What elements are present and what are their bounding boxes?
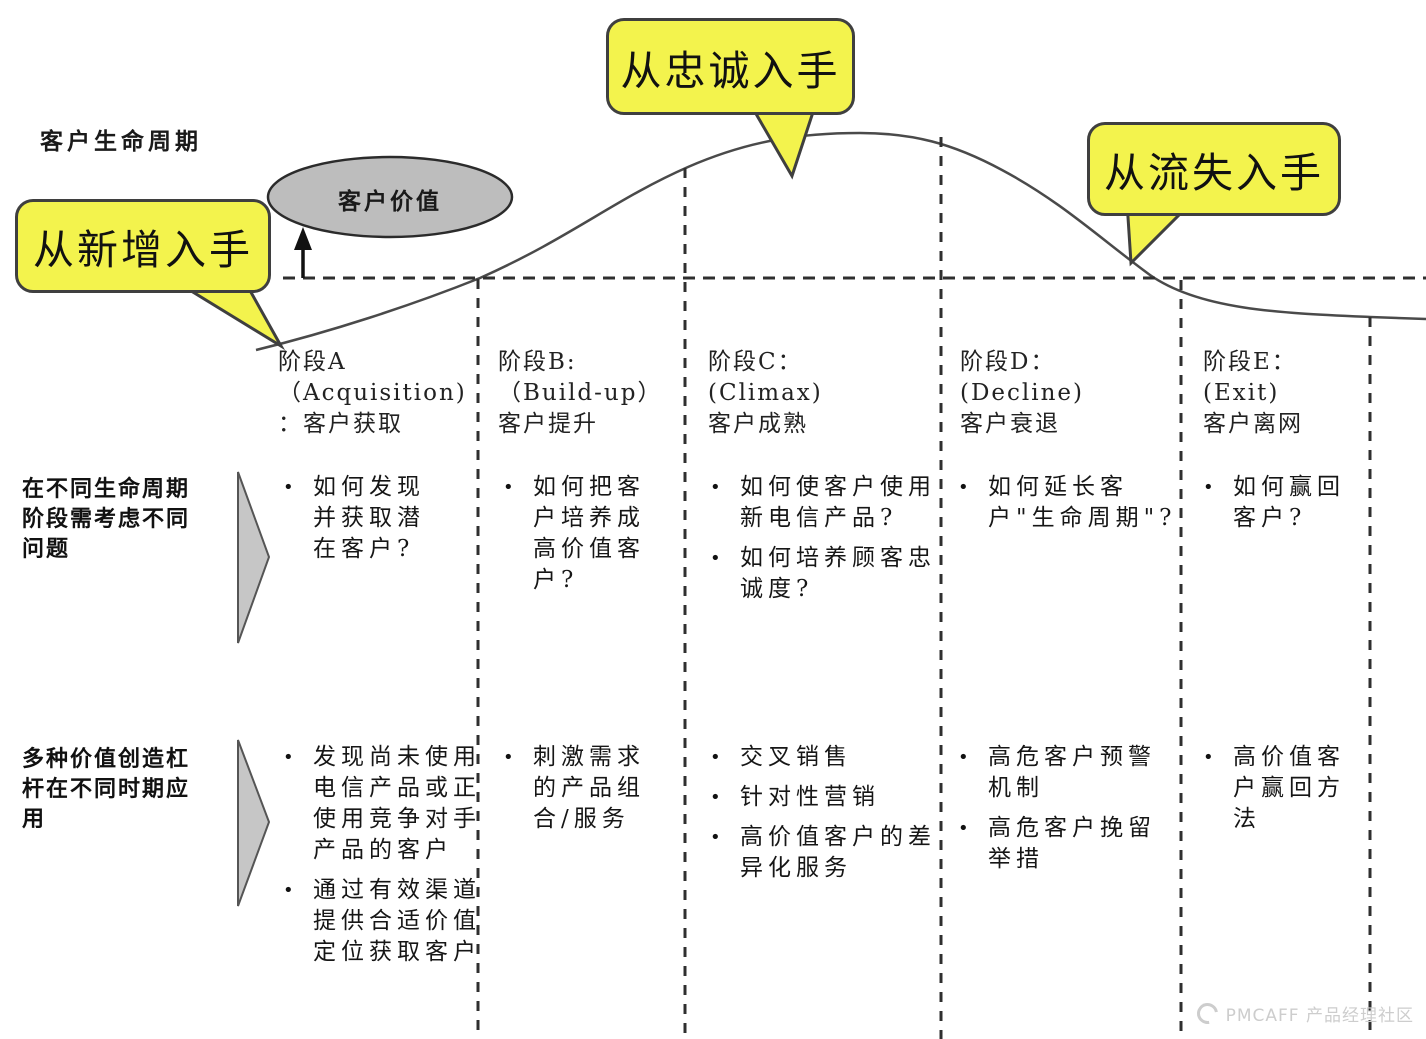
- list-item: • 通过有效渠道提供合适价值定位获取客户: [283, 875, 498, 968]
- watermark-text: PMCAFF 产品经理社区: [1225, 1006, 1414, 1026]
- bullet-dot-icon: •: [710, 787, 721, 808]
- bullet-text: 高危客户预警机制: [988, 744, 1156, 801]
- arrow-up-icon: [294, 227, 312, 278]
- cell-row1-stage-a: • 如何发现并获取潜在客户?: [283, 472, 443, 565]
- bullet-dot-icon: •: [283, 880, 294, 901]
- bullet-dot-icon: •: [958, 747, 969, 768]
- row2-arrow-icon: [237, 739, 271, 907]
- bullet-text: 发现尚未使用电信产品或正使用竞争对手产品的客户: [313, 744, 481, 863]
- bullet-text: 高价值客户的差异化服务: [740, 824, 936, 881]
- bullet-text: 针对性营销: [740, 784, 880, 810]
- cell-row1-stage-b: • 如何把客户培养成高价值客户?: [503, 472, 663, 596]
- bullet-dot-icon: •: [1203, 477, 1214, 498]
- callout-acquisition-label: 从新增入手: [33, 226, 253, 274]
- cell-row2-stage-e: • 高价值客户赢回方法: [1203, 742, 1363, 835]
- bullet-text: 高危客户挽留举措: [988, 815, 1156, 872]
- bullet-dot-icon: •: [1203, 747, 1214, 768]
- bullet-text: 如何发现并获取潜在客户?: [313, 474, 425, 562]
- row-label-levers: 多种价值创造杠 杆在不同时期应 用: [22, 746, 191, 832]
- callout-loyalty: 从忠诚入手: [606, 18, 855, 115]
- bullet-text: 如何培养顾客忠诚度?: [740, 545, 936, 602]
- page-title: 客户生命周期: [40, 128, 202, 155]
- list-item: • 如何延长客户"生命周期"?: [958, 472, 1178, 534]
- list-item: • 发现尚未使用电信产品或正使用竞争对手产品的客户: [283, 742, 498, 866]
- bullet-dot-icon: •: [710, 747, 721, 768]
- callout-acquisition: 从新增入手: [15, 199, 271, 293]
- cell-row1-stage-d: • 如何延长客户"生命周期"?: [958, 472, 1178, 534]
- row1-arrow-icon: [237, 471, 271, 644]
- bullet-dot-icon: •: [710, 548, 721, 569]
- stage-header-c: 阶段C： (Climax) 客户成熟: [708, 349, 823, 437]
- watermark: PMCAFF 产品经理社区: [1192, 998, 1414, 1029]
- bullet-dot-icon: •: [283, 747, 294, 768]
- cell-row2-stage-a: • 发现尚未使用电信产品或正使用竞争对手产品的客户 • 通过有效渠道提供合适价值…: [283, 742, 498, 968]
- cell-row1-stage-c: • 如何使客户使用新电信产品? • 如何培养顾客忠诚度?: [710, 472, 950, 605]
- bullet-text: 刺激需求的产品组合/服务: [533, 744, 645, 832]
- pmcaff-logo-icon: [1192, 998, 1222, 1029]
- list-item: • 高危客户挽留举措: [958, 813, 1178, 875]
- list-item: • 高危客户预警机制: [958, 742, 1178, 804]
- list-item: • 高价值客户的差异化服务: [710, 822, 950, 884]
- cell-row2-stage-c: • 交叉销售 • 针对性营销 • 高价值客户的差异化服务: [710, 742, 950, 884]
- list-item: • 如何赢回客户?: [1203, 472, 1363, 534]
- stage-header-a: 阶段A （Acquisition) ：客户获取: [278, 349, 467, 437]
- bullet-dot-icon: •: [710, 477, 721, 498]
- list-item: • 如何发现并获取潜在客户?: [283, 472, 443, 565]
- bullet-dot-icon: •: [503, 747, 514, 768]
- callout-churn: 从流失入手: [1087, 122, 1341, 216]
- stage-header-b: 阶段B: （Build-up） 客户提升: [498, 349, 663, 437]
- callout-loyalty-label: 从忠诚入手: [620, 46, 841, 95]
- bullet-text: 如何赢回客户?: [1233, 474, 1345, 531]
- bullet-text: 交叉销售: [740, 744, 852, 770]
- row-label-questions: 在不同生命周期 阶段需考虑不同 问题: [22, 476, 191, 562]
- cell-row2-stage-d: • 高危客户预警机制 • 高危客户挽留举措: [958, 742, 1178, 875]
- customer-value-label: 客户价值: [338, 188, 442, 215]
- list-item: • 高价值客户赢回方法: [1203, 742, 1363, 835]
- customer-value-ellipse: [266, 155, 514, 239]
- list-item: • 刺激需求的产品组合/服务: [503, 742, 663, 835]
- list-item: • 如何把客户培养成高价值客户?: [503, 472, 663, 596]
- cell-row1-stage-e: • 如何赢回客户?: [1203, 472, 1363, 534]
- stage-header-d: 阶段D： (Decline) 客户衰退: [960, 349, 1085, 437]
- bullet-text: 通过有效渠道提供合适价值定位获取客户: [313, 877, 481, 965]
- bullet-dot-icon: •: [503, 477, 514, 498]
- bullet-dot-icon: •: [958, 818, 969, 839]
- bullet-text: 高价值客户赢回方法: [1233, 744, 1345, 832]
- bullet-text: 如何延长客户"生命周期"?: [988, 474, 1177, 531]
- cell-row2-stage-b: • 刺激需求的产品组合/服务: [503, 742, 663, 835]
- callout-churn-label: 从流失入手: [1104, 149, 1324, 197]
- bullet-dot-icon: •: [710, 827, 721, 848]
- list-item: • 针对性营销: [710, 782, 950, 813]
- bullet-dot-icon: •: [958, 477, 969, 498]
- bullet-text: 如何把客户培养成高价值客户?: [533, 474, 645, 593]
- list-item: • 如何培养顾客忠诚度?: [710, 543, 950, 605]
- list-item: • 如何使客户使用新电信产品?: [710, 472, 950, 534]
- list-item: • 交叉销售: [710, 742, 950, 773]
- bullet-text: 如何使客户使用新电信产品?: [740, 474, 936, 531]
- stage-header-e: 阶段E： (Exit) 客户离网: [1203, 349, 1303, 437]
- lifecycle-curve: [255, 131, 1426, 352]
- bullet-dot-icon: •: [283, 477, 294, 498]
